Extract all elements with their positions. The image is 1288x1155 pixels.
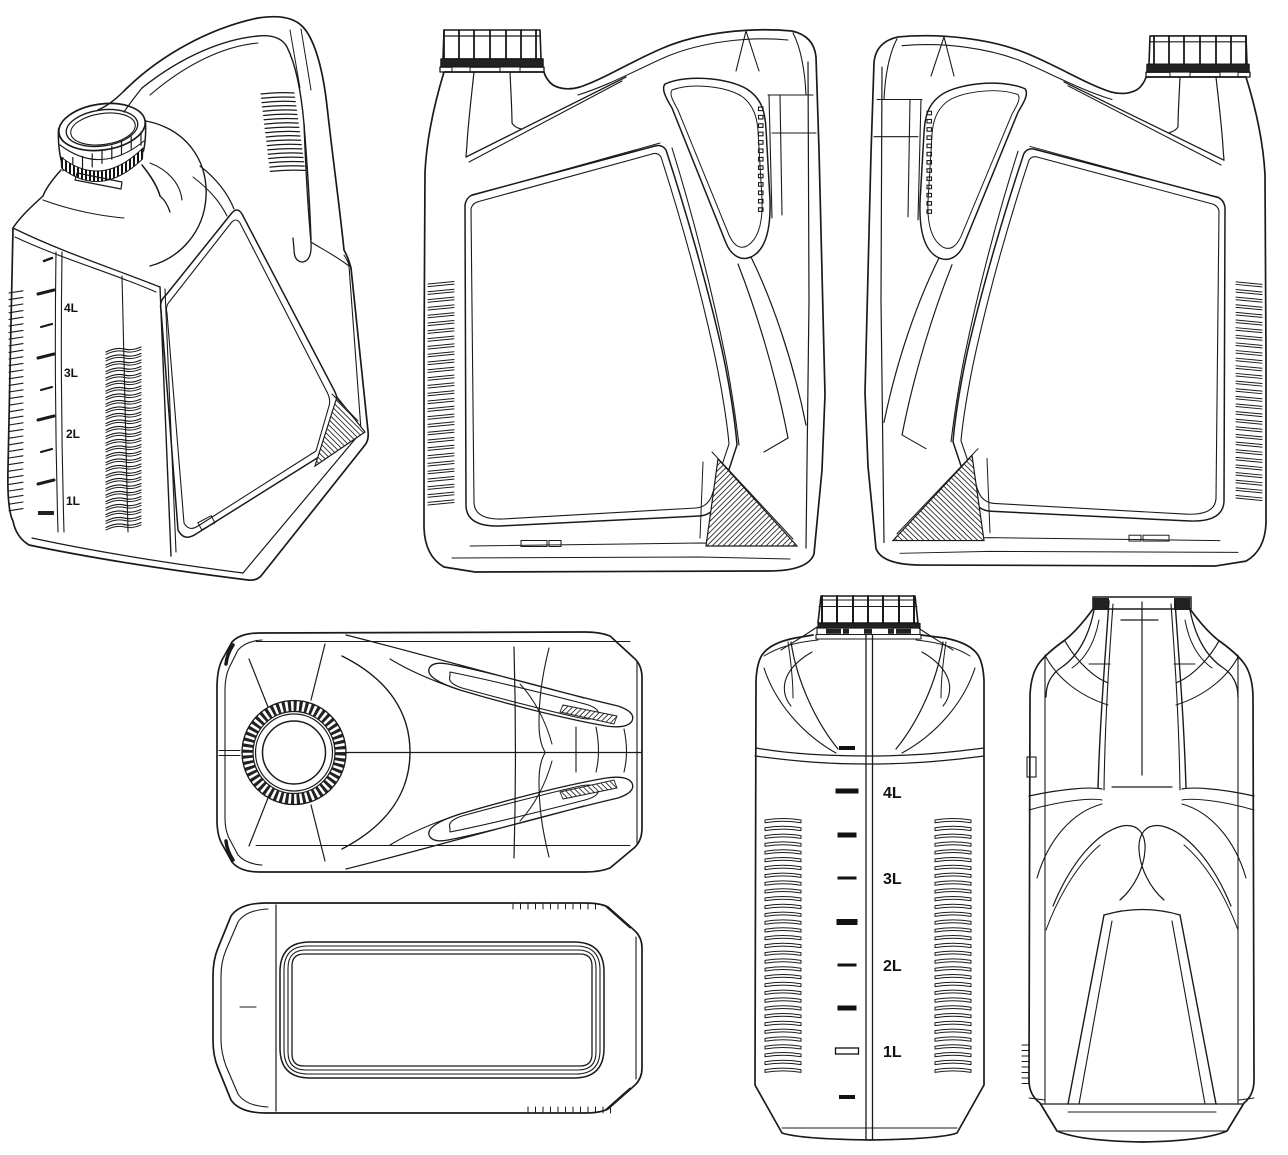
svg-text:2L: 2L [883, 958, 902, 975]
svg-text:3L: 3L [64, 366, 78, 380]
svg-text:1L: 1L [66, 494, 80, 508]
svg-text:4L: 4L [64, 301, 78, 315]
svg-text:4L: 4L [883, 785, 902, 802]
svg-text:1L: 1L [883, 1044, 902, 1061]
svg-text:2L: 2L [66, 427, 80, 441]
svg-text:3L: 3L [883, 871, 902, 888]
